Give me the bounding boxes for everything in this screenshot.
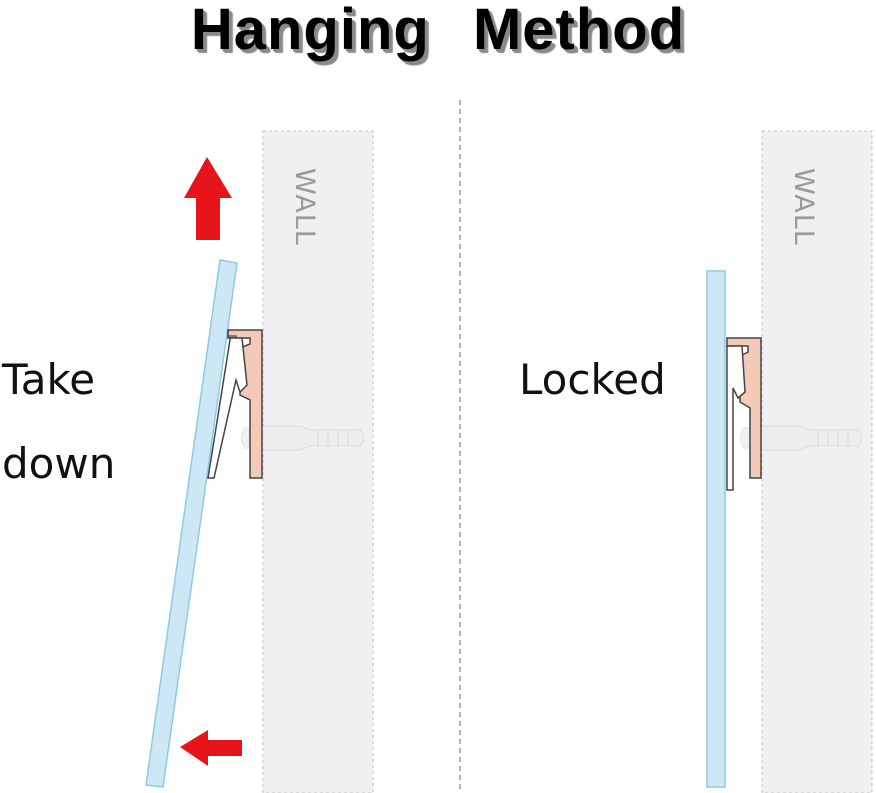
left-wall [262, 130, 374, 793]
page-title: Hanging Method [190, 0, 686, 62]
right-wall-label: WALL [788, 168, 819, 246]
left-wall-label: WALL [289, 168, 320, 246]
arrow-left-icon [180, 730, 242, 766]
left-panel-clip [207, 337, 248, 479]
take-down-label-line1: Take [2, 355, 96, 404]
right-vertical-panel [706, 270, 726, 788]
arrow-up-icon [184, 157, 232, 240]
right-panel-clip [726, 345, 746, 491]
right-wall [761, 130, 873, 793]
locked-label: Locked [519, 355, 666, 404]
take-down-label-line2: down [2, 439, 116, 488]
left-tilted-panel [145, 259, 238, 788]
